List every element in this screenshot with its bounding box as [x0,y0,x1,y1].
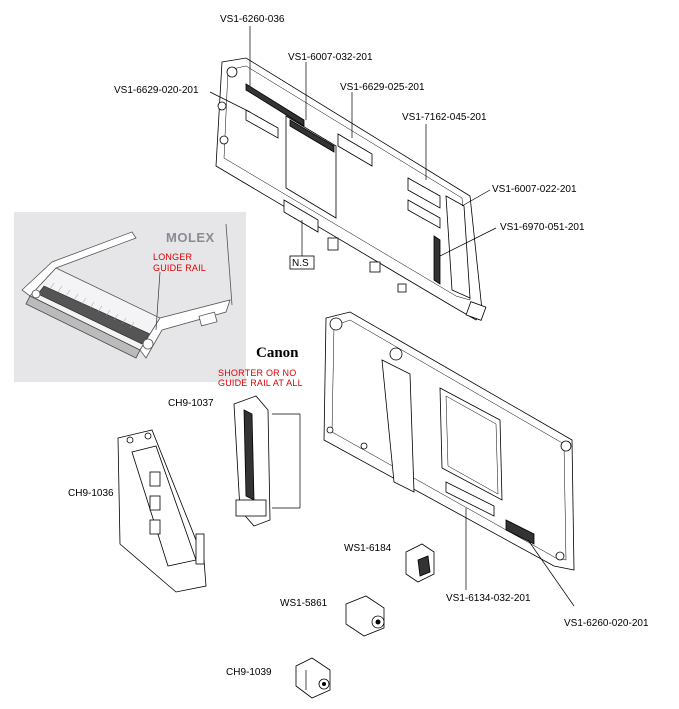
ws1-5861-part [345,595,385,637]
label-vs1-6134-032-201: VS1-6134-032-201 [446,593,531,604]
lower-card-slot [381,359,415,493]
label-vs1-6970-051-201: VS1-6970-051-201 [500,222,585,233]
longer-guide-rail-note-1: LONGER [153,252,193,262]
label-ch9-1036: CH9-1036 [68,488,114,499]
upper-pcb-outline [215,57,483,321]
label-ch9-1037: CH9-1037 [168,398,214,409]
ch9-1039-part [295,657,331,699]
connector-ns [283,199,319,233]
label-ws1-5861: WS1-5861 [280,598,328,609]
label-vs1-6007-032-201: VS1-6007-032-201 [288,52,373,63]
label-vs1-6260-020-201: VS1-6260-020-201 [564,618,649,629]
lower-card-area [439,387,503,501]
molex-inset: MOLEX LONGER GUIDE RAIL [14,212,246,382]
label-ns: N.S [292,258,309,269]
connector-6970-051 [433,235,441,285]
ns-box [289,255,315,270]
connector-6629-025 [337,133,373,167]
label-vs1-6007-022-201: VS1-6007-022-201 [492,184,577,195]
connector-6260-036 [245,83,305,127]
label-ws1-6184: WS1-6184 [344,543,392,554]
ch9-1036-part [117,429,207,593]
label-ch9-1039: CH9-1039 [226,667,272,678]
longer-guide-rail-note-2: GUIDE RAIL [153,263,206,273]
connector-6629-020 [245,109,279,139]
lower-board-assembly [323,311,575,571]
label-vs1-6629-020-201: VS1-6629-020-201 [114,85,199,96]
molex-connector-drawing [21,223,233,359]
connector-6134-032 [445,481,495,517]
label-vs1-6260-036: VS1-6260-036 [220,14,285,25]
canon-brand: Canon [256,345,299,361]
ws1-6184-part [405,543,435,583]
lower-leader-lines [465,508,575,607]
shorter-guide-rail-note-1: SHORTER OR NO [218,368,296,378]
label-vs1-6629-025-201: VS1-6629-025-201 [340,82,425,93]
connector-7162-045 [407,177,441,209]
connector-6260-020 [505,519,535,545]
upper-board-assembly [215,57,487,321]
upper-leader-lines [209,26,497,257]
shorter-guide-rail-note-2: GUIDE RAIL AT ALL [218,378,303,388]
label-vs1-7162-045-201: VS1-7162-045-201 [402,112,487,123]
ch9-1037-part [233,395,301,527]
molex-brand: MOLEX [166,230,215,245]
